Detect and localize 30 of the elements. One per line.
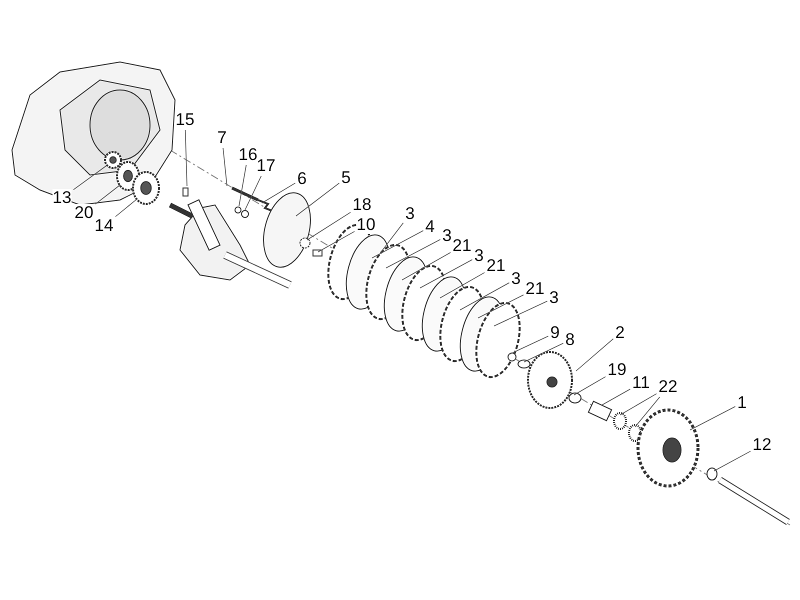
- leader-line: [73, 166, 106, 190]
- leader-line: [420, 259, 473, 288]
- leader-line: [95, 184, 120, 204]
- leader-line: [602, 388, 631, 406]
- leader-line: [244, 176, 262, 210]
- leader-line: [634, 396, 660, 428]
- leader-line: [386, 239, 441, 268]
- leader-line: [576, 338, 614, 372]
- leader-line: [115, 198, 138, 218]
- leader-line: [440, 272, 485, 298]
- leader-line: [620, 393, 657, 416]
- leader-line: [460, 282, 510, 310]
- leader-line: [306, 212, 351, 240]
- leader-line: [510, 336, 549, 354]
- leader-line: [714, 450, 751, 472]
- leader-line: [690, 406, 736, 430]
- leader-line: [296, 182, 340, 216]
- leader-line: [478, 294, 524, 318]
- leader-line: [222, 148, 228, 186]
- leader-line: [184, 130, 188, 186]
- leader-line: [262, 182, 296, 204]
- leader-line: [494, 300, 548, 326]
- leader-line: [402, 252, 451, 280]
- leader-line: [524, 342, 564, 362]
- leader-line: [380, 222, 404, 252]
- leader-line: [238, 164, 247, 206]
- callout-number: 10: [356, 216, 376, 234]
- leader-line: [318, 231, 355, 252]
- leader-line: [372, 230, 424, 258]
- leader-line: [574, 376, 606, 396]
